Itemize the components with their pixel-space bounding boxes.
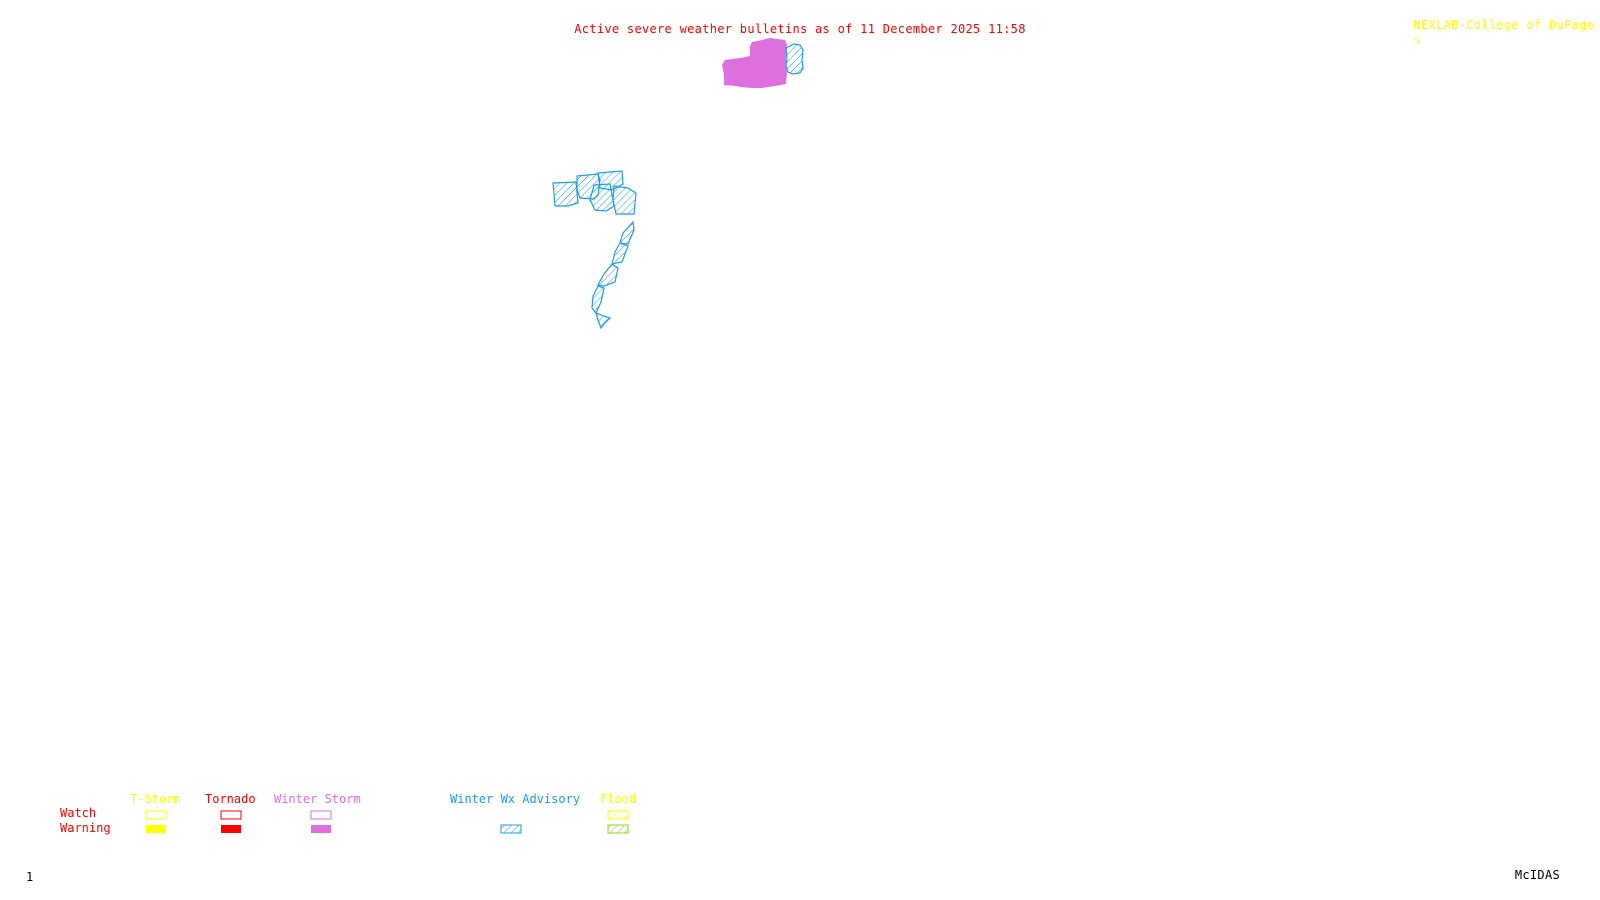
winter-storm-warning-swatch [311,825,331,833]
winter-storm-watch-swatch [310,810,332,820]
tstorm-watch-swatch [145,810,167,820]
flood-warning-swatch [607,824,629,834]
legend-tstorm-label: T-Storm [130,792,181,806]
software-label: McIDAS [1514,868,1560,882]
corner-arrow-icon: ↘ [1413,32,1421,46]
legend-row-watch: Watch [60,806,97,820]
winter-storm-warning-area[interactable] [722,38,787,88]
flood-watch-swatch [607,810,629,820]
page-title: Active severe weather bulletins as of 11… [574,22,1026,36]
legend-winter-wx-advisory-label: Winter Wx Advisory [450,792,581,806]
frame-number: 1 [26,870,34,884]
tstorm-warning-swatch [146,825,166,833]
winter-wx-advisory-strip[interactable] [591,220,635,330]
legend-flood-label: Flood [600,792,637,806]
tornado-watch-swatch [220,810,242,820]
winter-wx-advisory-area[interactable] [785,43,804,75]
legend-row-warning: Warning [60,821,111,835]
credit-label: NEXLAB-College of DuPage ↘ [1398,4,1594,46]
credit-text: NEXLAB-College of DuPage [1413,18,1594,32]
legend-winter-storm-label: Winter Storm [274,792,361,806]
winter-wx-advisory-cluster[interactable] [552,170,637,215]
legend-swatches [145,810,629,834]
tornado-warning-swatch [221,825,241,833]
winter-wx-advisory-swatch [500,824,522,834]
legend-tornado-label: Tornado [205,792,256,806]
